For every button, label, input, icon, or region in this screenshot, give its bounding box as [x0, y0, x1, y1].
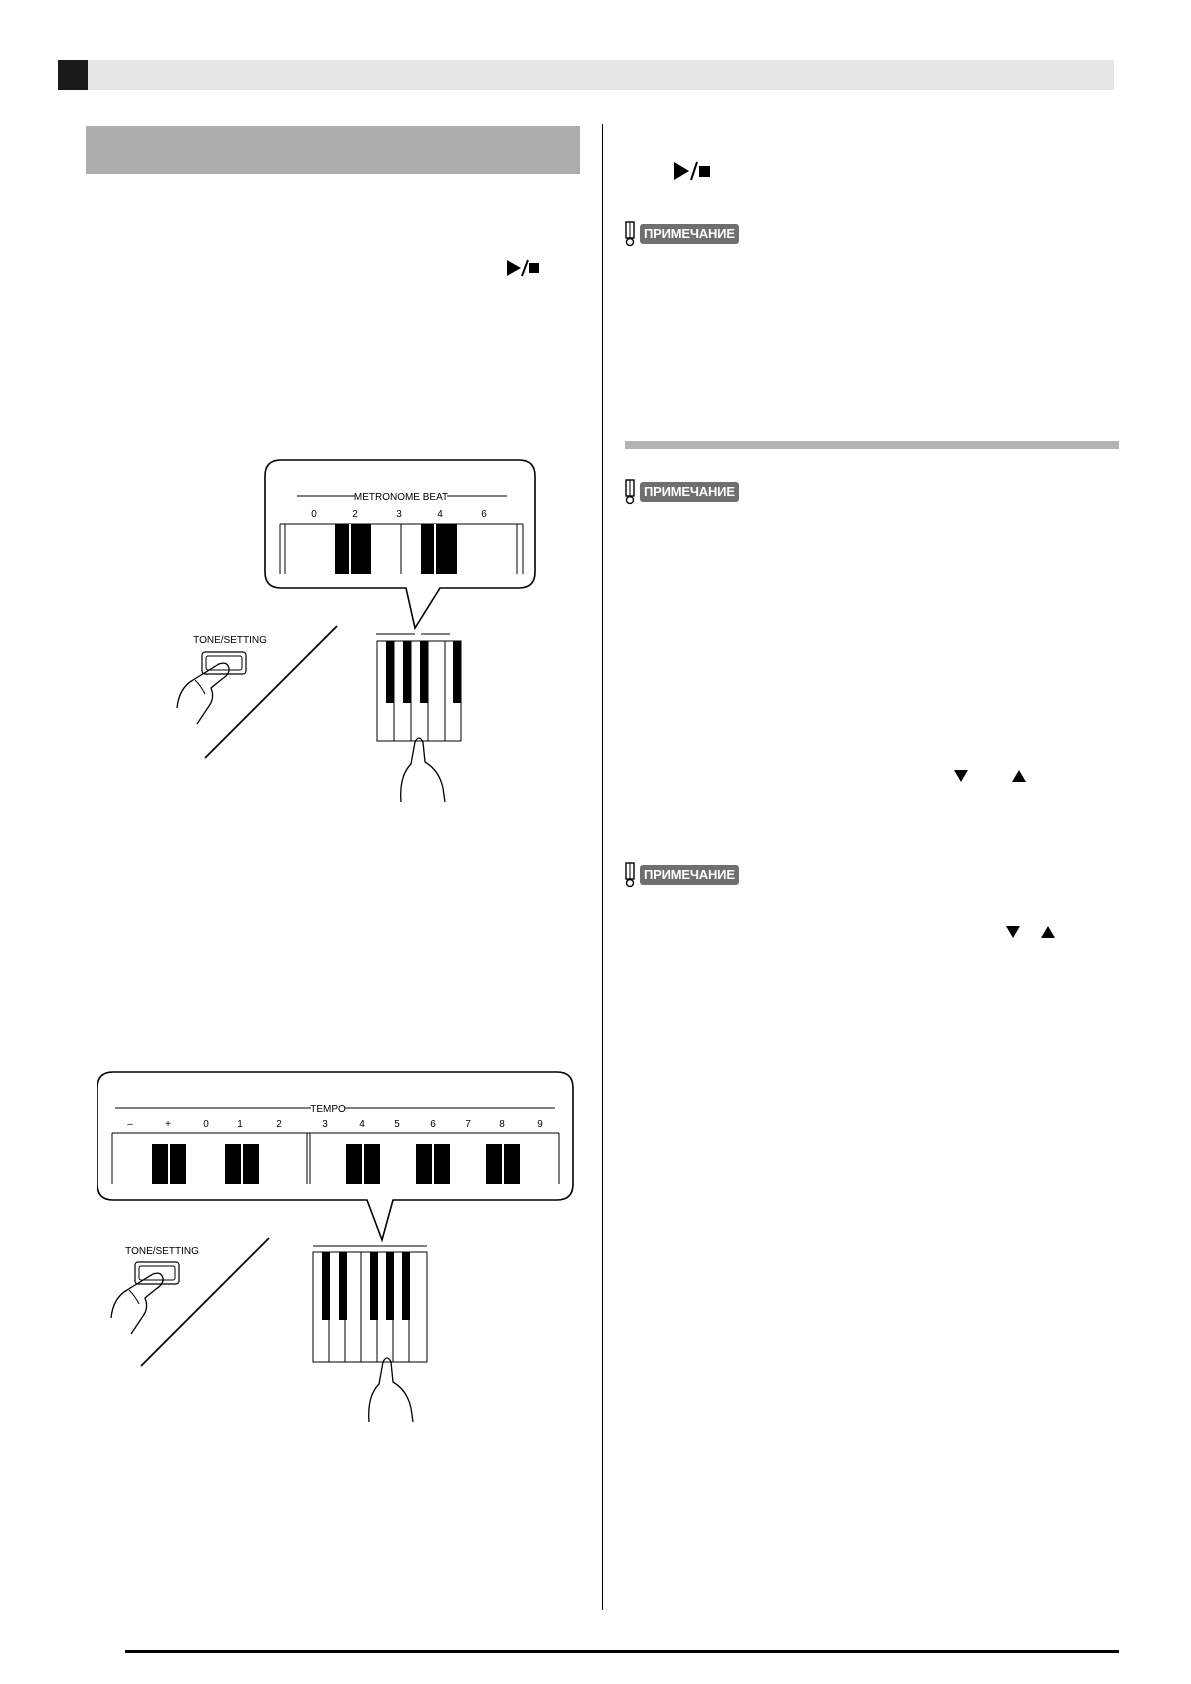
- beat-number: 0: [311, 509, 317, 520]
- beat-number: 4: [437, 509, 443, 520]
- tempo-number: 4: [359, 1119, 365, 1130]
- tempo-number: 8: [499, 1119, 505, 1130]
- button-label: TONE/SETTING: [125, 1246, 199, 1257]
- pointing-hand-icon: [110, 1272, 164, 1335]
- section-rule: [625, 441, 1119, 449]
- pointing-hand-icon: [176, 662, 230, 725]
- tempo-number: 2: [276, 1119, 282, 1130]
- note-label: ПРИМЕЧАНИЕ: [640, 865, 739, 885]
- note-badge: ПРИМЕЧАНИЕ: [622, 221, 739, 247]
- pointing-hand-icon: [368, 1357, 414, 1423]
- note-badge: ПРИМЕЧАНИЕ: [622, 479, 739, 505]
- header-marker: [58, 60, 88, 90]
- tempo-number: 1: [237, 1119, 243, 1130]
- up-triangle-icon: [1040, 925, 1056, 944]
- down-triangle-icon: [953, 769, 969, 788]
- play-stop-icon: [672, 160, 712, 182]
- button-label: TONE/SETTING: [193, 635, 267, 646]
- down-triangle-icon: [1005, 925, 1021, 944]
- tempo-number: 9: [537, 1119, 543, 1130]
- tempo-number: +: [165, 1119, 171, 1130]
- beat-number: 6: [481, 509, 487, 520]
- pencil-icon: [622, 479, 638, 505]
- note-label: ПРИМЕЧАНИЕ: [640, 224, 739, 244]
- tempo-figure: TEMPO – + 0 1 2 3 4 5 6 7 8 9 TONE/SETTI…: [96, 1070, 577, 1435]
- tempo-number: 6: [430, 1119, 436, 1130]
- tempo-number: 3: [322, 1119, 328, 1130]
- pointing-hand-icon: [400, 737, 446, 803]
- tempo-number: 7: [465, 1119, 471, 1130]
- play-stop-icon: [505, 258, 541, 278]
- beat-number: 2: [352, 509, 358, 520]
- figure-title: METRONOME BEAT: [354, 492, 448, 503]
- tempo-number: 0: [203, 1119, 209, 1130]
- tempo-number: –: [127, 1119, 133, 1130]
- note-label: ПРИМЕЧАНИЕ: [640, 482, 739, 502]
- figure-title: TEMPO: [310, 1104, 346, 1115]
- column-divider: [602, 124, 603, 1610]
- header-band: [58, 60, 1114, 90]
- up-triangle-icon: [1011, 769, 1027, 788]
- metronome-beat-figure: METRONOME BEAT 0 2 3 4 6 TONE/SETTING: [165, 458, 545, 823]
- tempo-number: 5: [394, 1119, 400, 1130]
- pencil-icon: [622, 221, 638, 247]
- pencil-icon: [622, 862, 638, 888]
- section-heading-band: [86, 126, 580, 174]
- note-badge: ПРИМЕЧАНИЕ: [622, 862, 739, 888]
- beat-number: 3: [396, 509, 402, 520]
- footer-rule: [125, 1650, 1119, 1653]
